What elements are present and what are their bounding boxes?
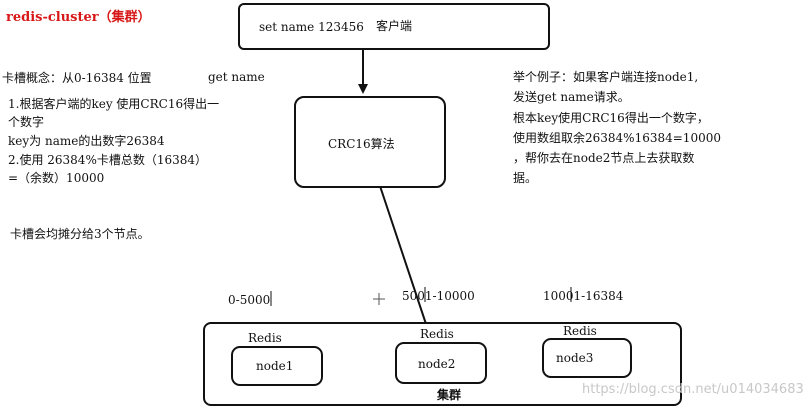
node1-label: node1	[256, 359, 294, 373]
get-command-label: get name	[208, 70, 265, 84]
left-note-line: 2.使用 26384%卡槽总数（16384）	[8, 153, 208, 167]
node3-label: node3	[556, 351, 594, 365]
left-note-line: key为 name的出数字26384	[8, 134, 165, 148]
crc16-box: CRC16算法	[294, 96, 446, 188]
client-command: set name 123456	[259, 20, 364, 34]
slot-range-node1: 0-5000	[228, 293, 271, 307]
client-label: 客户端	[376, 19, 413, 33]
cursor-crosshair-icon	[373, 293, 385, 305]
right-note-line: 使用数组取余26384%16384=10000	[513, 131, 721, 145]
node1-box: node1	[231, 346, 323, 386]
left-note-line: 1.根据客户端的key 使用CRC16得出一	[8, 97, 220, 111]
arrow-crc-to-node2	[379, 185, 433, 338]
diagram-title: redis-cluster（集群）	[6, 10, 151, 25]
watermark: https://blog.csdn.net/u014034683	[582, 382, 804, 397]
redis-tag-node3: Redis	[563, 324, 597, 338]
node2-label: node2	[418, 357, 456, 371]
left-note-line: 个数字	[8, 115, 45, 129]
slot-range-node3: 10001-16384	[543, 289, 624, 303]
node3-box: node3	[542, 338, 632, 378]
right-note-line: 发送get name请求。	[513, 90, 630, 104]
right-note-line: 根本key使用CRC16得出一个数字，	[513, 111, 709, 125]
right-note-line: 举个例子：如果客户端连接node1,	[513, 70, 699, 84]
right-note-line: 据。	[513, 171, 538, 185]
node2-box: node2	[395, 342, 487, 384]
redis-tag-node2: Redis	[420, 327, 454, 341]
slot-range-node2: 5001-10000	[402, 289, 475, 303]
redis-tag-node1: Redis	[248, 331, 282, 345]
left-note-bottom: 卡槽会均摊分给3个节点。	[10, 227, 150, 241]
right-note-line: ，帮你去在node2节点上去获取数	[513, 151, 695, 165]
left-note-line: =（余数）10000	[8, 171, 105, 185]
crc16-label: CRC16算法	[328, 137, 395, 151]
left-note-line: 卡槽概念：从0-16384 位置	[2, 71, 152, 85]
client-box: set name 123456 客户端	[238, 3, 550, 50]
cluster-label: 集群	[437, 388, 462, 402]
